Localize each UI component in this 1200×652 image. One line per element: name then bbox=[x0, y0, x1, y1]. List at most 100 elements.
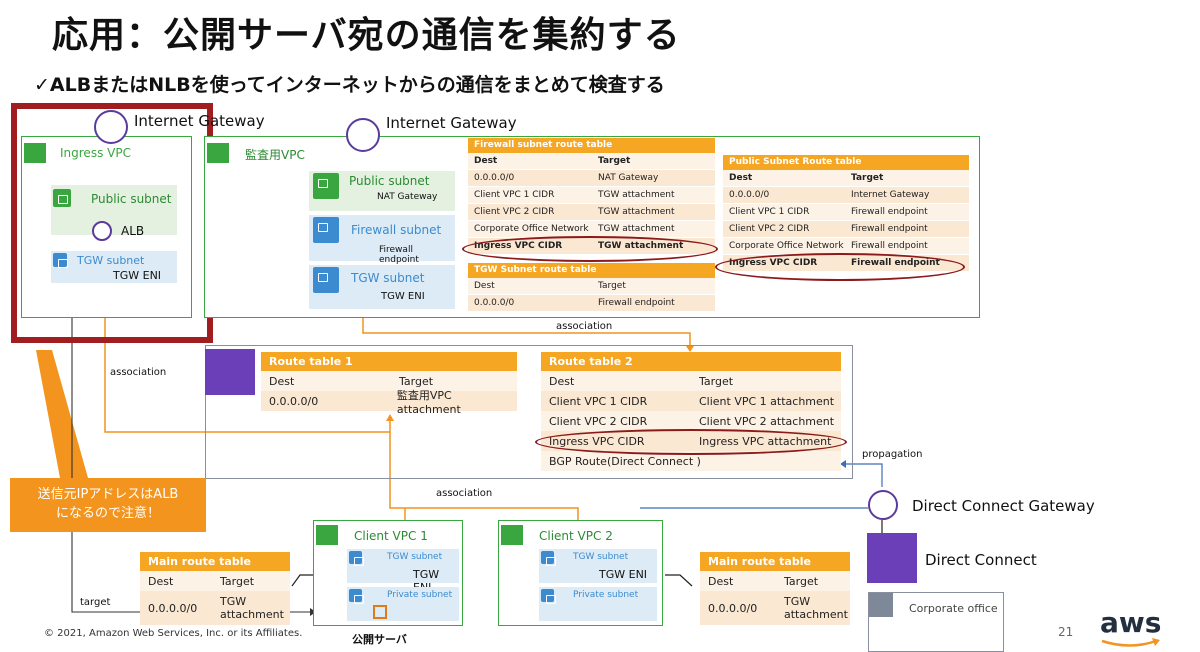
lock-icon bbox=[313, 173, 339, 199]
vpc-cloud-icon bbox=[316, 525, 338, 545]
table-cell: 0.0.0.0/0 bbox=[269, 394, 319, 408]
page-subtitle: ✓ALBまたはNLBを使ってインターネットからの通信をまとめて検査する bbox=[34, 74, 665, 96]
client2-tgw-subnet-label: TGW subnet bbox=[573, 552, 629, 562]
table-header: Dest bbox=[729, 173, 753, 183]
client1-private-subnet-label: Private subnet bbox=[387, 590, 453, 600]
inspection-vpc-label: 監査用VPC bbox=[245, 148, 305, 162]
client-vpc-2: Client VPC 2 TGW subnet TGW ENI Private … bbox=[498, 520, 663, 626]
association-label: association bbox=[110, 367, 167, 378]
table-cell: Firewall endpoint bbox=[851, 241, 928, 251]
direct-connect-icon bbox=[867, 533, 917, 583]
table-cell: 0.0.0.0/0 bbox=[729, 190, 770, 200]
corporate-office-box: Corporate office bbox=[868, 592, 1004, 652]
association-label: association bbox=[436, 488, 493, 499]
page-number: 21 bbox=[1058, 625, 1074, 639]
direct-connect-label: Direct Connect bbox=[925, 551, 1037, 569]
table-header: Target bbox=[699, 374, 734, 388]
table-cell: Firewall endpoint bbox=[598, 298, 675, 308]
table-cell: Client VPC 2 CIDR bbox=[474, 207, 555, 217]
page-title: 応用：公開サーバ宛の通信を集約する bbox=[52, 15, 681, 56]
direct-connect-gateway-label: Direct Connect Gateway bbox=[912, 497, 1095, 515]
firewall-route-table-title: Firewall subnet route table bbox=[468, 138, 715, 153]
table-cell: TGW attachment bbox=[598, 190, 675, 200]
inspection-public-subnet: Public subnet NAT Gateway bbox=[309, 171, 455, 211]
table-cell: Corporate Office Network bbox=[474, 224, 589, 234]
inspection-tgw-subnet: TGW subnet TGW ENI bbox=[309, 265, 455, 309]
transit-gateway-box bbox=[205, 345, 853, 479]
server-chip-icon bbox=[373, 605, 387, 619]
table-cell: TGW attachment bbox=[784, 595, 848, 621]
lock-icon bbox=[313, 217, 339, 243]
inspection-tgw-subnet-label: TGW subnet bbox=[351, 271, 425, 285]
inspection-tgw-eni-label: TGW ENI bbox=[381, 291, 425, 302]
inspection-public-subnet-label: Public subnet bbox=[349, 174, 430, 188]
direct-connect-gateway-icon bbox=[868, 490, 898, 520]
corporate-office-label: Corporate office bbox=[909, 602, 998, 615]
highlight-ellipse bbox=[462, 236, 718, 262]
aws-logo: aws bbox=[1100, 606, 1162, 639]
client2-private-subnet: Private subnet bbox=[539, 587, 657, 621]
route-table-2-title: Route table 2 bbox=[541, 352, 841, 371]
route-table-1-title: Route table 1 bbox=[261, 352, 517, 371]
ingress-vpc-label: Ingress VPC bbox=[60, 146, 131, 160]
firewall-subnet: Firewall subnet Firewall endpoint bbox=[309, 215, 455, 265]
target-label: target bbox=[80, 597, 111, 608]
table-cell: Dest bbox=[474, 281, 495, 291]
table-cell: Client VPC 2 CIDR bbox=[549, 414, 648, 428]
client2-private-subnet-label: Private subnet bbox=[573, 590, 639, 600]
nat-gateway-label: NAT Gateway bbox=[377, 192, 438, 202]
public-server-label: 公開サーバ bbox=[352, 633, 407, 646]
client-vpc-1-label: Client VPC 1 bbox=[354, 529, 428, 543]
note-line: 送信元IPアドレスはALB bbox=[37, 487, 179, 502]
table-cell: 0.0.0.0/0 bbox=[148, 601, 198, 615]
propagation-label: propagation bbox=[862, 449, 923, 460]
tgw-subnet-route-table-title: TGW Subnet route table bbox=[468, 263, 715, 278]
lock-icon bbox=[349, 589, 364, 604]
table-cell: Firewall endpoint bbox=[851, 224, 928, 234]
lock-icon bbox=[53, 253, 68, 268]
internet-gateway-icon bbox=[94, 110, 128, 144]
lock-icon bbox=[313, 267, 339, 293]
table-cell: 0.0.0.0/0 bbox=[708, 601, 758, 615]
building-icon bbox=[869, 593, 893, 617]
lock-icon bbox=[541, 551, 556, 566]
table-cell: Dest bbox=[148, 574, 174, 588]
note-line: になるので注意！ bbox=[55, 506, 160, 521]
client-vpc-2-label: Client VPC 2 bbox=[539, 529, 613, 543]
table-cell: Internet Gateway bbox=[851, 190, 930, 200]
inspection-igw-label: Internet Gateway bbox=[386, 114, 517, 132]
table-cell: Firewall endpoint bbox=[851, 207, 928, 217]
table-header: Target bbox=[851, 173, 884, 183]
alb-label: ALB bbox=[121, 224, 145, 238]
table-cell: TGW attachment bbox=[598, 224, 675, 234]
ingress-public-subnet-label: Public subnet bbox=[91, 192, 172, 206]
warning-note: 送信元IPアドレスはALB になるので注意！ bbox=[10, 478, 206, 532]
table-cell: BGP Route(Direct Connect ) bbox=[549, 454, 701, 468]
highlight-ellipse bbox=[535, 429, 847, 455]
firewall-endpoint-label: Firewall endpoint bbox=[379, 245, 419, 265]
alb-icon bbox=[92, 221, 112, 241]
client2-tgw-eni-label: TGW ENI bbox=[599, 568, 648, 581]
ingress-tgw-subnet: TGW subnet TGW ENI bbox=[51, 251, 177, 283]
ingress-tgw-eni-label: TGW ENI bbox=[113, 269, 162, 282]
table-cell: TGW attachment bbox=[220, 595, 284, 621]
copyright-footer: © 2021, Amazon Web Services, Inc. or its… bbox=[44, 628, 303, 639]
lock-icon bbox=[541, 589, 556, 604]
table-cell: Dest bbox=[269, 374, 295, 388]
vpc-cloud-icon bbox=[501, 525, 523, 545]
ingress-public-subnet: Public subnet bbox=[51, 185, 177, 235]
client1-tgw-subnet-label: TGW subnet bbox=[387, 552, 443, 562]
ingress-tgw-subnet-label: TGW subnet bbox=[77, 254, 145, 267]
main-route-table-title: Main route table bbox=[140, 552, 290, 571]
ingress-vpc: Ingress VPC Public subnet ALB TGW subnet… bbox=[21, 136, 192, 318]
firewall-subnet-label: Firewall subnet bbox=[351, 223, 442, 237]
vpc-cloud-icon bbox=[24, 143, 46, 163]
table-cell: Target bbox=[399, 374, 434, 388]
client1-tgw-subnet: TGW subnet TGW ENI bbox=[347, 549, 459, 594]
table-cell: NAT Gateway bbox=[598, 173, 659, 183]
table-cell: 0.0.0.0/0 bbox=[474, 298, 515, 308]
table-cell: Client VPC 1 CIDR bbox=[549, 394, 648, 408]
table-cell: Target bbox=[784, 574, 819, 588]
table-cell: Client VPC 2 CIDR bbox=[729, 224, 810, 234]
